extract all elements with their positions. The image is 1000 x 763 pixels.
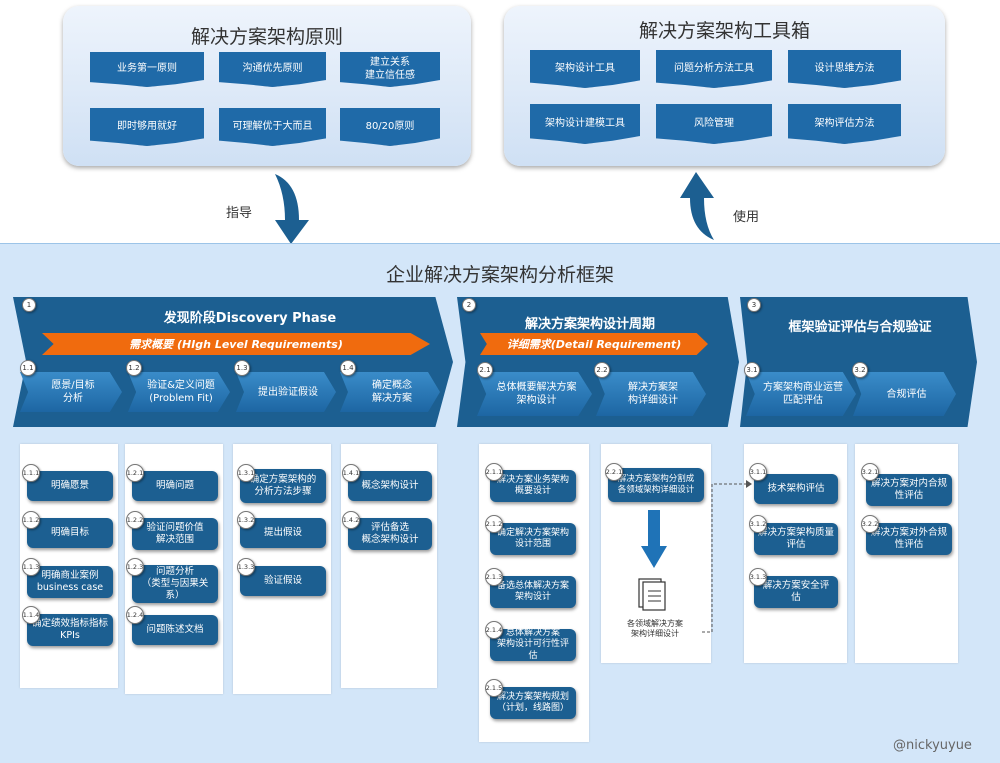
- card-number: 1.3.1: [237, 464, 255, 482]
- task-card: 技术架构评估: [754, 474, 838, 504]
- phase-1-title: 发现阶段Discovery Phase: [163, 311, 337, 326]
- guide-arrow-icon: [275, 174, 309, 244]
- card-number: 3.1.3: [749, 568, 767, 586]
- card-number: 2.2.1: [605, 463, 623, 481]
- phase-2-title: 解决方案架构设计周期: [524, 317, 655, 332]
- guide-label: 指导: [226, 206, 253, 221]
- tool-flag: 架构评估方法: [788, 104, 901, 144]
- card-number: 1.2.1: [126, 464, 144, 482]
- phase-3-title: 框架验证评估与合规验证: [788, 320, 932, 335]
- step-chevron: 提出验证假设: [236, 372, 336, 412]
- dashed-connector: [702, 480, 752, 633]
- tool-flag: 问题分析方法工具: [656, 50, 772, 88]
- card-number: 3.2.2: [861, 515, 879, 533]
- task-card: 明确问题: [132, 471, 218, 501]
- card-number: 3.2.1: [861, 463, 879, 481]
- principle-flag: 80/20原则: [340, 108, 440, 146]
- principle-flag: 可理解优于大而且: [219, 108, 326, 146]
- down-arrow-icon: [641, 510, 667, 568]
- toolbox-title: 解决方案架构工具箱: [638, 20, 810, 42]
- tool-flag: 设计思维方法: [788, 50, 901, 88]
- principle-flag: 建立关系 建立信任感: [340, 52, 440, 87]
- step-number: 1.3: [234, 360, 250, 376]
- task-card: 明确目标: [27, 518, 113, 548]
- step-number: 3.1: [744, 362, 760, 378]
- phase-number: 2: [462, 298, 476, 312]
- task-card: 解决方案对内合规 性评估: [866, 474, 952, 506]
- step-chevron: 合规评估: [853, 372, 956, 416]
- phase-number: 3: [747, 298, 761, 312]
- task-card: 解决方案架构分割成 各领域架构详细设计: [608, 468, 704, 502]
- step-chevron: 总体概要解决方案 架构设计: [477, 372, 592, 416]
- step-number: 1.1: [20, 360, 36, 376]
- step-number: 2.1: [477, 362, 493, 378]
- task-card: 问题分析 （类型与因果关 系）: [132, 565, 218, 603]
- task-card: 解决方案对外合规 性评估: [866, 523, 952, 555]
- task-card: 问题陈述文档: [132, 615, 218, 645]
- card-number: 2.1.3: [485, 568, 503, 586]
- task-card: 评估备选 概念架构设计: [348, 518, 432, 550]
- requirement-banner-high-level: 需求概要 (HIgh Level Requirements): [42, 333, 430, 355]
- principles-title: 解决方案架构原则: [190, 26, 343, 48]
- framework-title: 企业解决方案架构分析框架: [385, 264, 614, 286]
- task-card: 确定绩效指标指标 KPIs: [27, 614, 113, 646]
- card-number: 2.1.1: [485, 463, 503, 481]
- card-number: 1.4.2: [342, 511, 360, 529]
- step-chevron: 愿景/目标 分析: [20, 372, 122, 412]
- task-card: 概念架构设计: [348, 471, 432, 501]
- step-chevron: 确定概念 解决方案: [340, 372, 440, 412]
- step-number: 3.2: [852, 362, 868, 378]
- card-number: 1.2.2: [126, 511, 144, 529]
- step-number: 1.4: [340, 360, 356, 376]
- task-card: 解决方案安全评 估: [754, 576, 838, 608]
- document-icon: [638, 578, 666, 611]
- principle-flag: 沟通优先原则: [219, 52, 326, 87]
- tool-flag: 风险管理: [656, 104, 772, 144]
- task-card: 解决方案业务架构 概要设计: [490, 470, 576, 502]
- task-card: 验证问题价值 解决范围: [132, 518, 218, 550]
- step-number: 1.2: [126, 360, 142, 376]
- card-number: 1.1.3: [22, 558, 40, 576]
- task-card: 明确愿景: [27, 471, 113, 501]
- card-number: 1.3.2: [237, 511, 255, 529]
- task-card: 验证假设: [240, 566, 326, 596]
- step-chevron: 解决方案架 构详细设计: [596, 372, 706, 416]
- task-card: 确定解决方案架构 设计范围: [490, 523, 576, 555]
- card-number: 3.1.2: [749, 515, 767, 533]
- requirement-banner-detail: 详细需求(Detail Requirement): [480, 333, 708, 355]
- step-chevron: 验证&定义问题 (Problem Fit): [128, 372, 230, 412]
- task-card: 备选总体解决方案 架构设计: [490, 576, 576, 608]
- task-card: 明确商业案例 business case: [27, 566, 113, 598]
- card-number: 2.1.5: [485, 679, 503, 697]
- card-number: 2.1.4: [485, 621, 503, 639]
- document-label: 各领域解决方案 架构详细设计: [627, 619, 683, 639]
- card-number: 1.1.1: [22, 464, 40, 482]
- card-number: 1.1.4: [22, 606, 40, 624]
- task-card: 总体解决方案 架构设计可行性评估: [490, 628, 576, 661]
- task-card: 解决方案架构规划 （计划，线路图）: [490, 687, 576, 719]
- card-number: 1.4.1: [342, 464, 360, 482]
- card-number: 1.2.3: [126, 558, 144, 576]
- principle-flag: 即时够用就好: [90, 108, 204, 146]
- tool-flag: 架构设计建模工具: [530, 104, 640, 144]
- task-card: 解决方案架构质量 评估: [754, 523, 838, 555]
- card-number: 1.2.4: [126, 606, 144, 624]
- phase-number: 1: [22, 298, 36, 312]
- card-number: 1.1.2: [22, 511, 40, 529]
- use-label: 使用: [733, 210, 760, 225]
- watermark: @nickyuyue: [893, 738, 972, 753]
- use-arrow-icon: [680, 172, 714, 240]
- tool-flag: 架构设计工具: [530, 50, 640, 88]
- step-number: 2.2: [594, 362, 610, 378]
- step-chevron: 方案架构商业运营 匹配评估: [746, 372, 856, 416]
- card-number: 1.3.3: [237, 558, 255, 576]
- card-number: 2.1.2: [485, 515, 503, 533]
- card-number: 3.1.1: [749, 463, 767, 481]
- principle-flag: 业务第一原则: [90, 52, 204, 87]
